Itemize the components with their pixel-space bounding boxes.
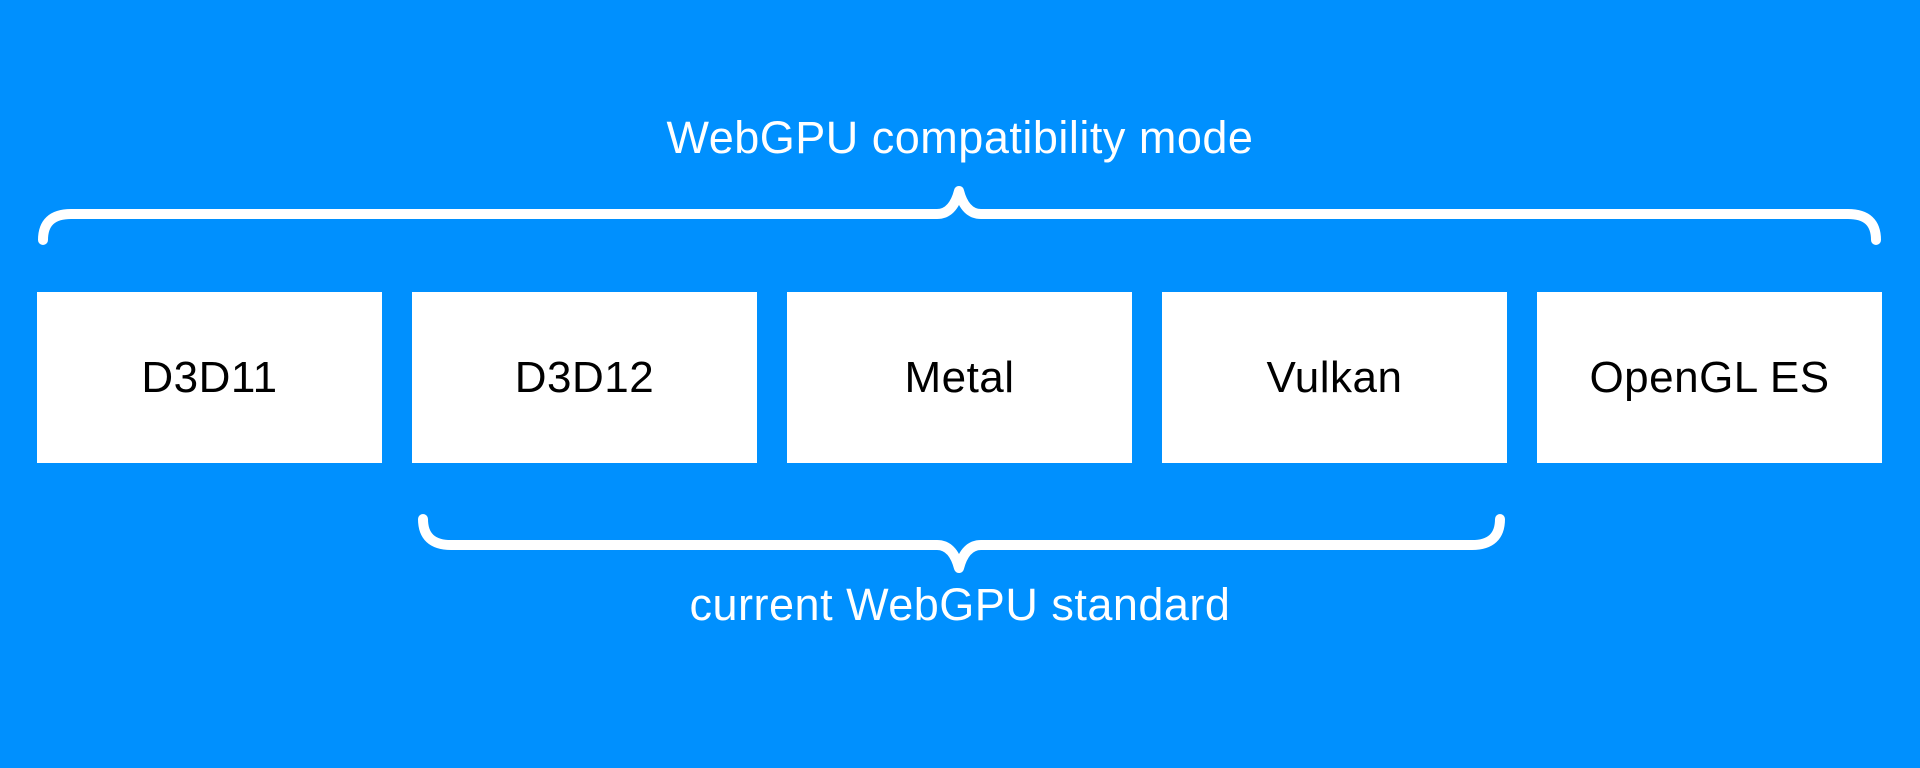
- api-box-d3d11: D3D11: [37, 292, 382, 463]
- api-box-vulkan: Vulkan: [1162, 292, 1507, 463]
- api-box-label: D3D12: [514, 352, 655, 402]
- api-box-metal: Metal: [787, 292, 1132, 463]
- api-box-label: Metal: [904, 352, 1015, 402]
- api-box-d3d12: D3D12: [412, 292, 757, 463]
- top-brace-icon: [38, 186, 1881, 245]
- api-box-label: OpenGL ES: [1589, 352, 1830, 402]
- top-group-label: WebGPU compatibility mode: [666, 112, 1254, 163]
- bottom-group-label: current WebGPU standard: [689, 579, 1231, 630]
- bottom-brace-icon: [418, 514, 1505, 573]
- api-box-label: Vulkan: [1266, 352, 1403, 402]
- api-box-label: D3D11: [141, 352, 278, 402]
- api-box-opengl-es: OpenGL ES: [1537, 292, 1882, 463]
